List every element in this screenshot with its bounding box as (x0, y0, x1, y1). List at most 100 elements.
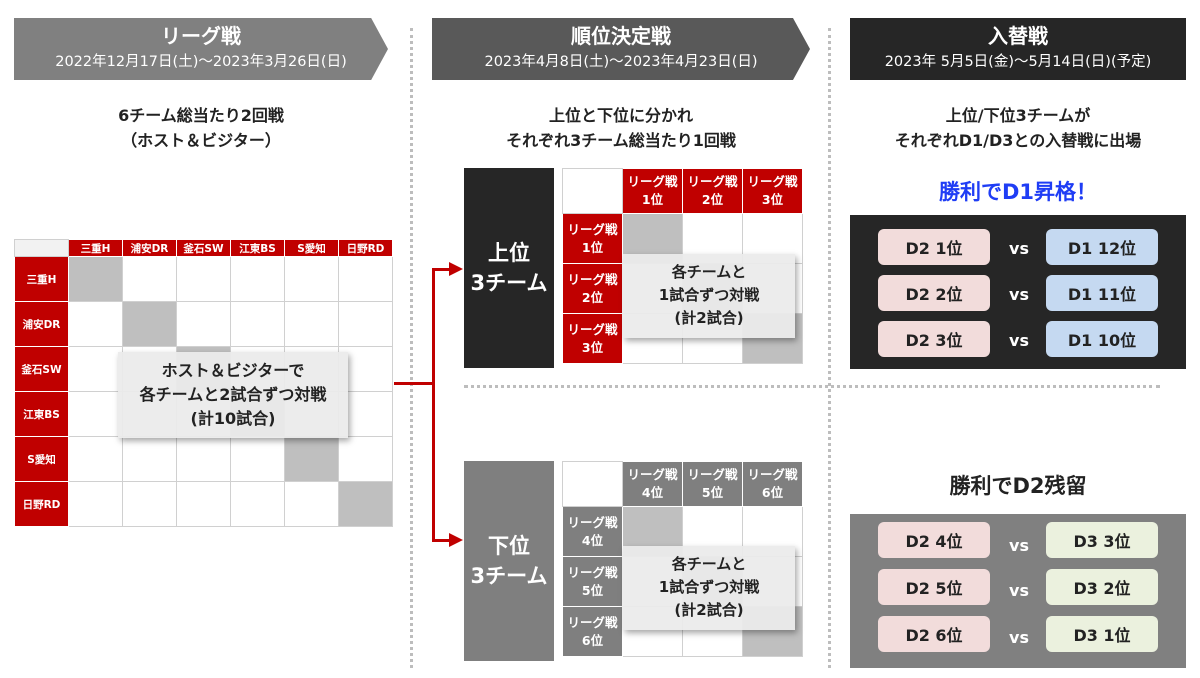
row-header-rank: 5位 (581, 582, 604, 598)
league-col-header: 浦安DR (122, 239, 177, 257)
match-cell (230, 436, 285, 482)
league-row-header: 日野RD (14, 481, 69, 527)
match-cell (176, 301, 231, 347)
col-header-line: リーグ戦 (627, 467, 678, 482)
league-table-corner (14, 239, 69, 257)
promotion-desc-line1: 上位/下位3チームが (945, 106, 1091, 125)
league-description: 6チーム総当たり2回戦 （ホスト＆ビジター） (14, 103, 388, 153)
table-row: 日野RD (14, 481, 393, 527)
col-header-rank: 3位 (761, 192, 784, 207)
row-header-rank: 4位 (581, 532, 604, 548)
promotion-upper-title: 勝利でD1昇格！ (938, 180, 1098, 204)
divider-right (828, 28, 831, 668)
promotion-stage-title: 入替戦 (988, 24, 1048, 48)
self-match-cell (284, 436, 339, 482)
league-stage-header: リーグ戦 2022年12月17日(土)～2023年3月26日(日) (14, 18, 388, 80)
upper-col-header: リーグ戦 1位 (622, 168, 683, 214)
row-header-line: リーグ戦 (567, 614, 618, 630)
table-corner (562, 461, 623, 507)
table-row: S愛知 (14, 436, 393, 482)
lower-overlay-line1: 各チームと (671, 555, 747, 573)
placement-stage-header: 順位決定戦 2023年4月8日(土)～2023年4月23日(日) (432, 18, 810, 80)
promotion-desc-line2: それぞれD1/D3との入替戦に出場 (894, 131, 1142, 150)
table-row: 浦安DR (14, 301, 393, 347)
promotion-upper-panel: D2 1位 vs D1 12位 D2 2位 vs D1 11位 D2 3位 vs… (850, 215, 1186, 369)
promotion-description: 上位/下位3チームが それぞれD1/D3との入替戦に出場 (850, 103, 1186, 153)
matchup-right-pill: D1 11位 (1046, 275, 1158, 311)
match-cell (338, 436, 393, 482)
league-table-header-row: 三重H 浦安DR 釜石SW 江東BS S愛知 日野RD (14, 239, 393, 257)
upper-group-label: 上位 3チーム (464, 168, 554, 368)
col-header-line: リーグ戦 (747, 174, 798, 189)
vs-label: vs (1009, 285, 1029, 304)
col-header-line: リーグ戦 (687, 174, 738, 189)
league-overlay-line3: (計10試合) (190, 409, 276, 428)
matchup-left-pill: D2 5位 (878, 569, 990, 605)
lower-label-line2: 3チーム (470, 564, 548, 588)
matchup-left-pill: D2 2位 (878, 275, 990, 311)
placement-desc-line2: それぞれ3チーム総当たり1回戦 (506, 131, 736, 150)
match-cell (284, 481, 339, 527)
row-header-rank: 1位 (581, 239, 604, 255)
matchup-left-pill: D2 4位 (878, 522, 990, 558)
promotion-lower-panel: D2 4位 vs D3 3位 D2 5位 vs D3 2位 D2 6位 vs D… (850, 514, 1186, 668)
placement-stage-title: 順位決定戦 (571, 24, 671, 48)
col-header-rank: 4位 (641, 485, 664, 500)
league-col-header: 三重H (68, 239, 123, 257)
match-cell (230, 256, 285, 302)
divider-left (410, 28, 413, 668)
connector-upper-stub (432, 268, 450, 271)
table-row: 三重H (14, 256, 393, 302)
placement-stage-dates: 2023年4月8日(土)～2023年4月23日(日) (484, 54, 758, 70)
vs-label: vs (1009, 239, 1029, 258)
promotion-lower-title: 勝利でD2残留 (949, 474, 1087, 498)
col-header-rank: 1位 (641, 192, 664, 207)
lower-row-header: リーグ戦 6位 (562, 606, 623, 657)
self-match-cell (122, 301, 177, 347)
divider-horizontal (464, 385, 1160, 388)
self-match-cell (68, 256, 123, 302)
upper-label-line1: 上位 (488, 241, 530, 265)
league-row-header: S愛知 (14, 436, 69, 482)
row-header-rank: 3位 (581, 339, 604, 355)
row-header-rank: 6位 (581, 632, 604, 648)
lower-label-line1: 下位 (488, 534, 530, 558)
matchup-left-pill: D2 1位 (878, 229, 990, 265)
match-cell (68, 301, 123, 347)
match-cell (176, 481, 231, 527)
row-header-line: リーグ戦 (567, 321, 618, 337)
upper-row-header: リーグ戦 3位 (562, 313, 623, 364)
promotion-stage-dates: 2023年 5月5日(金)～5月14日(日)(予定) (884, 54, 1152, 70)
matchup-left-pill: D2 3位 (878, 321, 990, 357)
arrow-right-icon (449, 262, 463, 276)
match-cell (338, 256, 393, 302)
self-match-cell (338, 481, 393, 527)
col-header-line: リーグ戦 (627, 174, 678, 189)
upper-col-header: リーグ戦 3位 (742, 168, 803, 214)
connector-horizontal (394, 382, 434, 385)
league-col-header: S愛知 (284, 239, 339, 257)
vs-label: vs (1009, 331, 1029, 350)
matchup-right-pill: D1 10位 (1046, 321, 1158, 357)
league-row-header: 江東BS (14, 391, 69, 437)
league-overlay-line1: ホスト＆ビジターで (161, 361, 305, 380)
lower-col-header: リーグ戦 4位 (622, 461, 683, 507)
match-cell (230, 301, 285, 347)
upper-overlay-line3: (計2試合) (674, 309, 744, 327)
match-cell (122, 481, 177, 527)
matchup-right-pill: D1 12位 (1046, 229, 1158, 265)
match-cell (68, 391, 123, 437)
match-cell (68, 436, 123, 482)
connector-vertical (432, 268, 435, 542)
league-desc-line1: 6チーム総当たり2回戦 (118, 106, 284, 125)
matchup-left-pill: D2 6位 (878, 616, 990, 652)
matchup-right-pill: D3 3位 (1046, 522, 1158, 558)
col-header-rank: 5位 (701, 485, 724, 500)
promotion-stage-header: 入替戦 2023年 5月5日(金)～5月14日(日)(予定) (850, 18, 1186, 80)
